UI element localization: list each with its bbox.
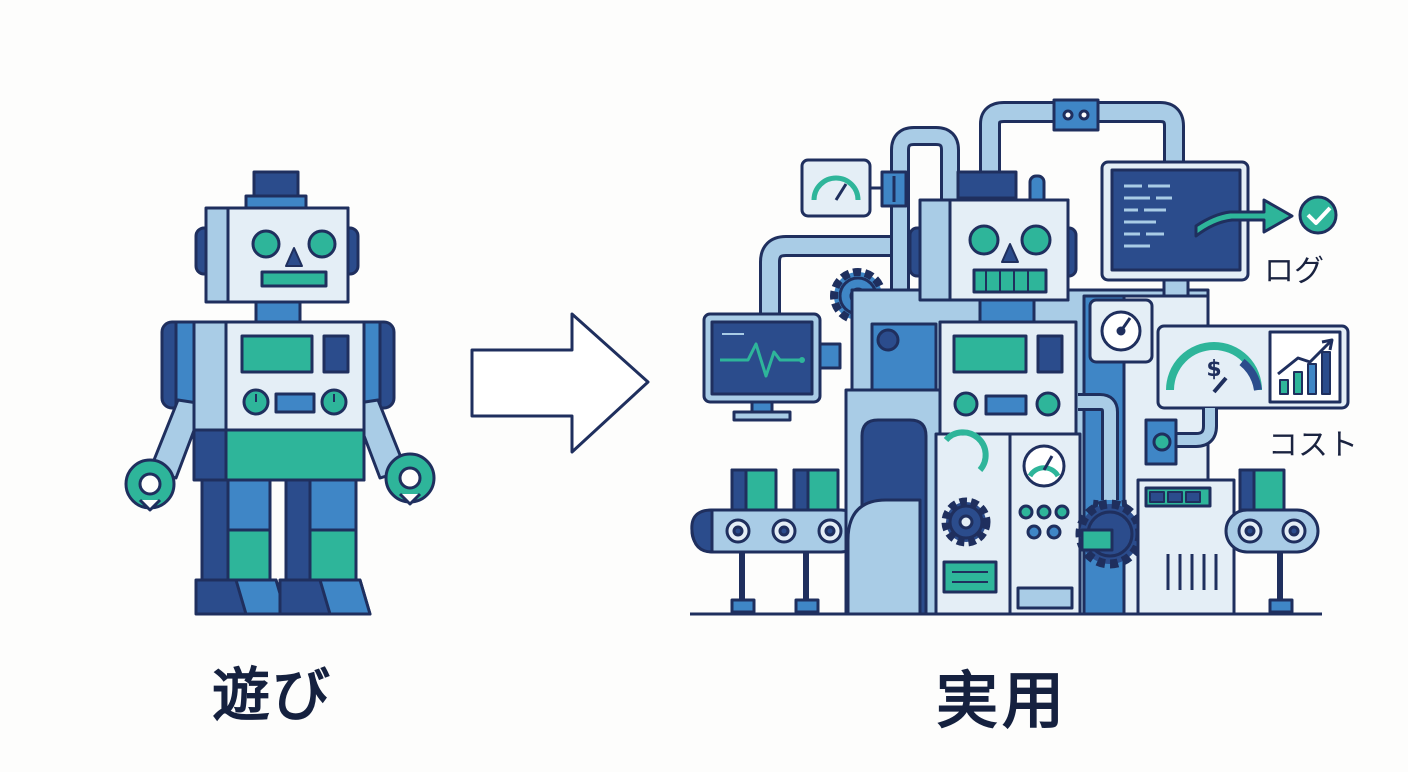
code-monitor — [1100, 160, 1250, 298]
transition-arrow — [470, 312, 650, 454]
check-icon — [1298, 195, 1338, 235]
cost-symbol: $ — [1206, 357, 1221, 382]
heartbeat-monitor — [702, 312, 842, 422]
play-caption: 遊び — [212, 661, 333, 729]
growth-chart-icon — [1268, 330, 1342, 404]
industrial-machine: $ — [690, 98, 1350, 616]
practical-caption: 実用 — [936, 664, 1069, 737]
toy-robot — [124, 170, 436, 616]
log-label: ログ — [1264, 254, 1324, 289]
cost-label: コスト — [1268, 428, 1358, 463]
conveyor-belt — [690, 468, 864, 614]
